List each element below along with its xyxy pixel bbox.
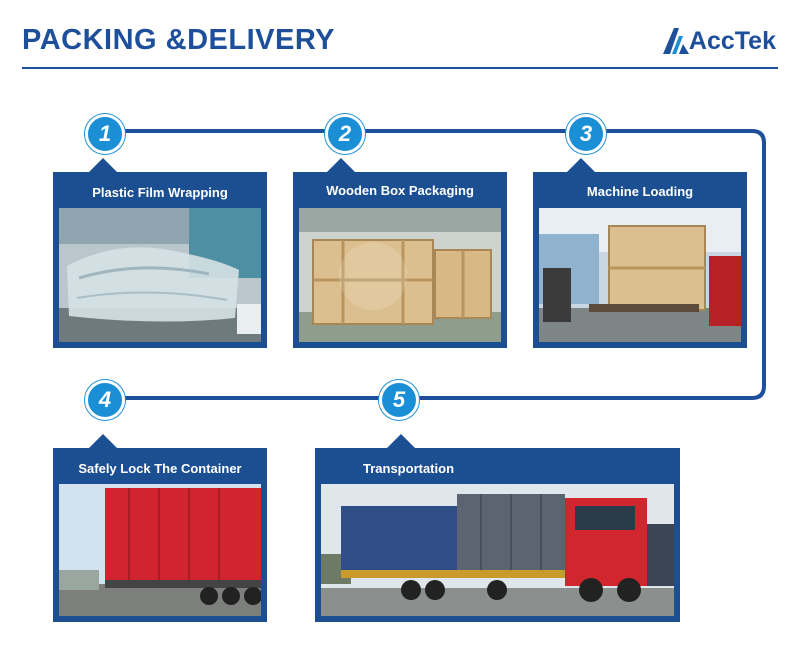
step-4-badge: 4 [85,380,125,420]
acctek-logo: AccTek [661,26,776,56]
photo-plastic-wrapped-machine [59,208,261,342]
photo-red-container-truck [59,484,261,616]
step-1-badge: 1 [85,114,125,154]
photo-container-truck-transport [321,484,674,616]
step-card-title: Wooden Box Packaging [326,183,474,198]
brand-name: AccTek [688,26,776,55]
photo-wooden-crates [299,208,501,342]
step-card-title: Plastic Film Wrapping [92,185,228,200]
step-card-title: Safely Lock The Container [78,461,242,476]
step-card-safely-lock-container: Safely Lock The Container [53,434,267,622]
acctek-logo-mark [662,28,689,54]
step-3-badge: 3 [566,114,606,154]
step-card-title: Transportation [363,461,455,476]
step-card-transportation: Transportation [315,434,680,622]
page-title: PACKING &DELIVERY [22,24,336,56]
step-card-title: Machine Loading [586,184,694,199]
step-card-plastic-film-wrapping: Plastic Film Wrapping [53,158,267,348]
step-card-machine-loading: Machine Loading [533,158,747,348]
header-divider [22,67,778,69]
photo-forklift-loading-crate [539,208,741,342]
step-5-badge: 5 [379,380,419,420]
step-card-wooden-box-packaging: Wooden Box Packaging [293,158,507,348]
step-2-badge: 2 [325,114,365,154]
